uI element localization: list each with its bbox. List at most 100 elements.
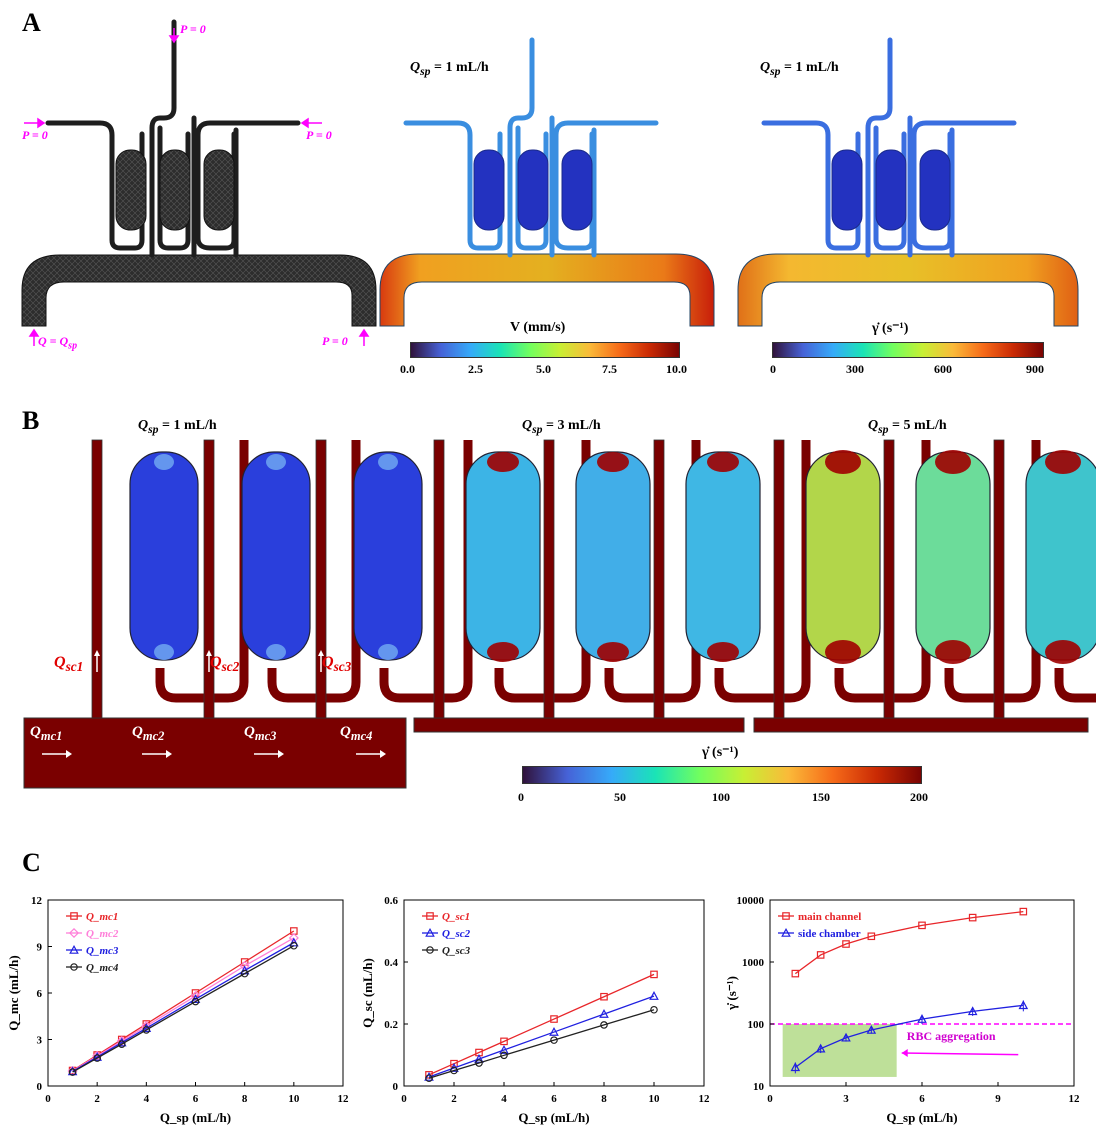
data-point: [70, 912, 78, 920]
main-channel-section: [23, 717, 407, 789]
velocity-tick: 7.5: [602, 362, 617, 376]
y-tick-label: 10000: [737, 895, 765, 907]
chamber-inlet-hotspot: [487, 452, 519, 472]
y-tick-label: 0: [37, 1081, 43, 1093]
chamber-inlet-hotspot: [378, 454, 398, 470]
side-inlet-tube: [543, 439, 555, 719]
outlet-tube: [155, 440, 249, 703]
series-0: main channel: [778, 907, 1028, 978]
panel-b-colorbar: [522, 766, 922, 784]
main-flow-arrowhead: [278, 750, 284, 758]
x-tick-label: 10: [649, 1093, 661, 1105]
data-point: [791, 969, 800, 978]
shear-tick: 600: [934, 362, 952, 376]
data-point: [70, 963, 78, 971]
chamber-outlet-hotspot: [1045, 640, 1081, 664]
chamber-outlet-hotspot: [825, 640, 861, 664]
y-tick-label: 12: [31, 895, 43, 907]
data-point: [68, 927, 80, 939]
main-flow-arrowhead: [380, 750, 386, 758]
x-tick-label: 8: [242, 1093, 248, 1105]
y-tick-label: 100: [748, 1019, 765, 1031]
mesh-chamber-2: [159, 149, 191, 231]
side-inlet-tube: [433, 439, 445, 719]
legend-entry: Q_sc3: [442, 945, 471, 957]
x-tick-label: 3: [843, 1093, 849, 1105]
side-flow-arrowhead: [206, 650, 212, 656]
y-tick-label: 10: [753, 1081, 765, 1093]
data-point: [500, 1051, 508, 1060]
series-2: Q_sc3: [422, 945, 658, 1083]
data-point: [426, 912, 434, 920]
data-point: [599, 1009, 609, 1018]
series-line: [428, 973, 655, 1076]
chamber-outlet-hotspot: [266, 644, 286, 660]
y-tick-label: 6: [37, 988, 43, 1000]
data-point: [240, 969, 249, 978]
shear-tick: 300: [846, 362, 864, 376]
data-point: [499, 1044, 509, 1054]
chamber-inlet-hotspot: [597, 452, 629, 472]
data-point: [117, 1040, 126, 1048]
bc-label-inlet: Q = Qsp: [38, 334, 78, 352]
panel-b-tick: 200: [910, 790, 928, 804]
x-tick-label: 12: [699, 1093, 711, 1105]
x-axis-label: Q_sp (mL/h): [886, 1110, 957, 1125]
panel-b-view-1: [23, 439, 473, 789]
shear-title: Qsp = 1 mL/h: [760, 60, 839, 78]
bc-label-left: P = 0: [22, 128, 48, 142]
data-point: [815, 1043, 826, 1053]
series-line: [794, 910, 1024, 975]
velocity-tick: 10.0: [666, 362, 687, 376]
mesh-chamber-3: [203, 149, 235, 231]
data-point: [1019, 907, 1028, 916]
data-point: [842, 940, 850, 948]
data-point: [782, 912, 790, 920]
data-point: [1018, 1000, 1029, 1010]
legend-entry: Q_mc3: [86, 945, 119, 957]
side-inlet-tube: [993, 439, 1005, 719]
x-tick-label: 6: [551, 1093, 557, 1105]
x-tick-label: 6: [919, 1093, 925, 1105]
data-point: [500, 1037, 508, 1046]
x-tick-label: 0: [401, 1093, 407, 1105]
series-line: [72, 945, 295, 1073]
panel-b-colorbar-label: γ̇ (s⁻¹): [702, 745, 739, 760]
data-point: [425, 1074, 433, 1083]
data-point: [475, 1059, 483, 1067]
data-point: [967, 1006, 978, 1016]
velocity-map: [379, 37, 715, 327]
panel-b-title-1: Qsp = 1 mL/h: [138, 418, 217, 436]
chamber-outlet-hotspot: [935, 640, 971, 664]
legend-entry: Q_mc1: [86, 911, 118, 923]
series-line: [72, 937, 295, 1072]
chamber-inlet-hotspot: [1045, 450, 1081, 474]
outlet-tube: [944, 440, 1041, 703]
legend-entry: side chamber: [798, 928, 861, 940]
outlet-tube: [379, 440, 473, 703]
panel-letter-b: B: [22, 406, 40, 435]
side-flow-arrowhead: [318, 650, 324, 656]
x-tick-label: 4: [501, 1093, 507, 1105]
main-flow-arrowhead: [66, 750, 72, 758]
x-axis-label: Q_sp (mL/h): [160, 1110, 231, 1125]
data-point: [968, 913, 977, 922]
panel-b-view-3: [753, 439, 1096, 733]
y-tick-label: 0.4: [384, 957, 398, 969]
main-label-2: Qmc2: [132, 724, 165, 743]
data-point: [191, 997, 200, 1006]
bc-label-outlet: P = 0: [322, 334, 348, 348]
data-point: [550, 1015, 558, 1023]
side-inlet-tube: [315, 439, 327, 719]
mesh-main-channel: [21, 254, 377, 327]
data-point: [650, 970, 658, 979]
velocity-colorbar: [410, 342, 680, 358]
data-point: [426, 946, 434, 954]
shear-colorbar-label: γ̇ (s⁻¹): [872, 321, 909, 336]
bc-label-right: P = 0: [306, 128, 332, 142]
data-point: [600, 1021, 608, 1029]
panel-b-view-2: [413, 439, 811, 733]
data-point: [816, 951, 825, 959]
